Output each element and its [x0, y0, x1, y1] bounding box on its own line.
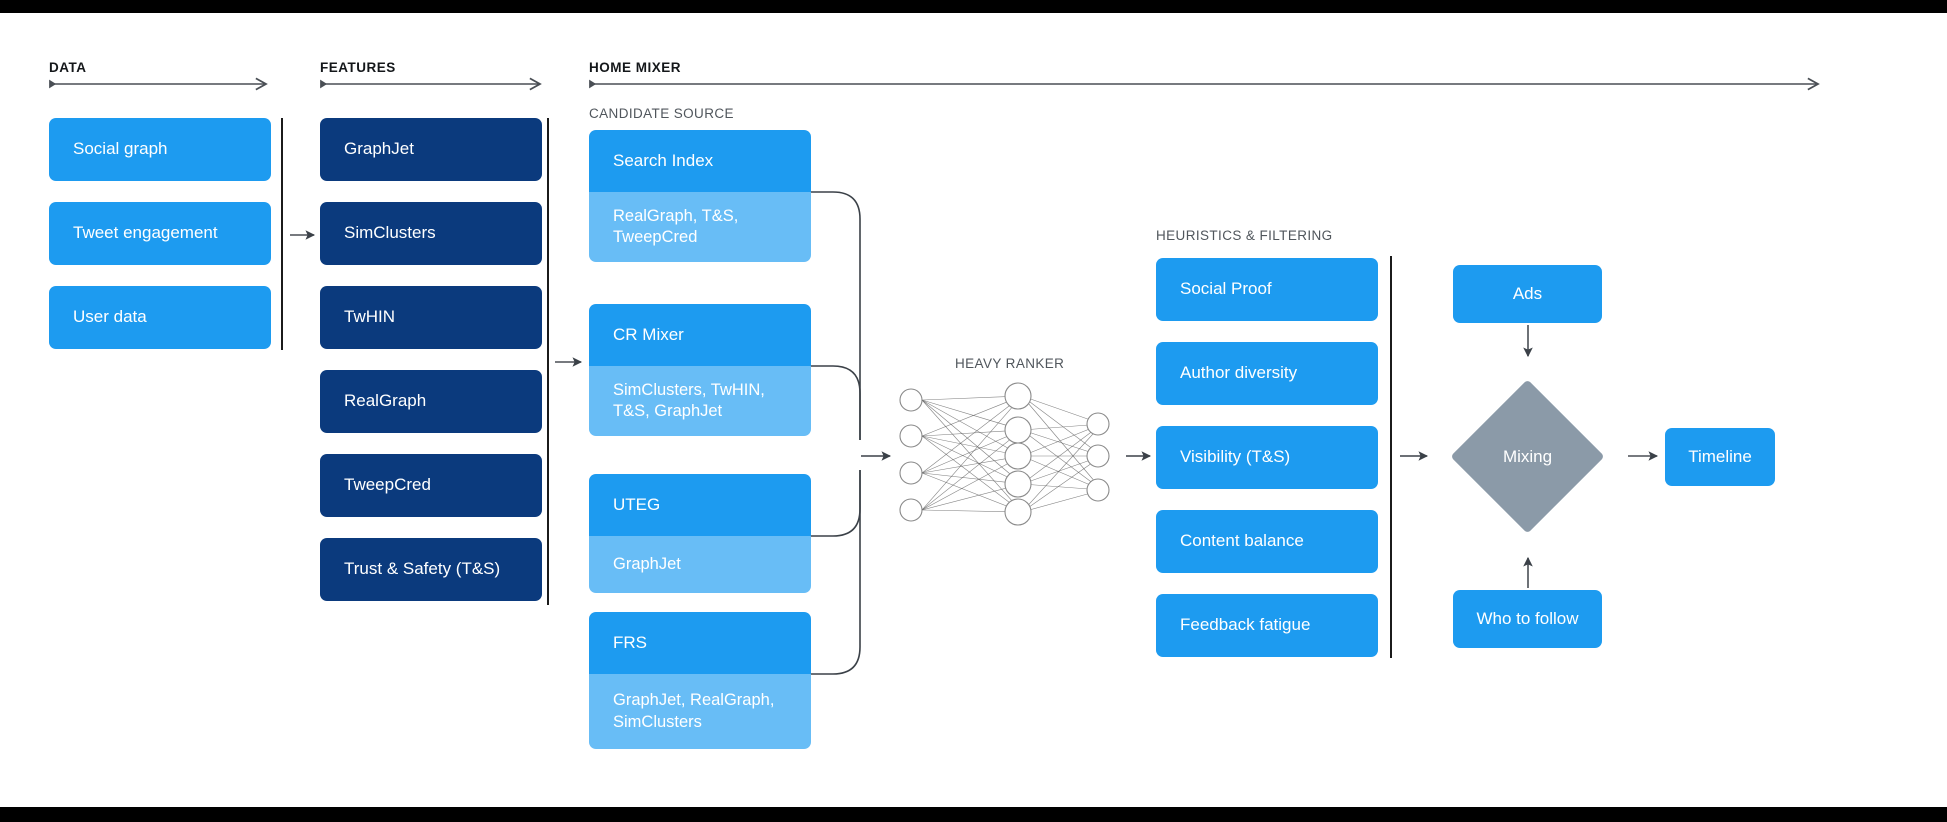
letterbox-top — [0, 0, 1947, 13]
section-title-data: DATA — [49, 60, 87, 75]
mixing-input-label: Ads — [1512, 283, 1543, 303]
subsection-title-candidate-source: CANDIDATE SOURCE — [589, 106, 734, 121]
feature-item-twhin[interactable]: TwHIN — [320, 286, 542, 349]
feature-item-realgraph[interactable]: RealGraph — [320, 370, 542, 433]
candidate-source-search-index[interactable]: Search Index RealGraph, T&S, TweepCred — [589, 130, 811, 262]
feature-item-tweepcred[interactable]: TweepCred — [320, 454, 542, 517]
data-item-user-data[interactable]: User data — [49, 286, 271, 349]
mixing-input-who-to-follow[interactable]: Who to follow — [1453, 590, 1602, 648]
subsection-title-heavy-ranker: HEAVY RANKER — [955, 356, 1065, 371]
data-item-label: Social graph — [73, 139, 168, 159]
heuristic-item-content-balance[interactable]: Content balance — [1156, 510, 1378, 573]
candidate-source-features: RealGraph, T&S, TweepCred — [589, 192, 811, 262]
candidate-source-features: GraphJet, RealGraph, SimClusters — [589, 674, 811, 749]
candidate-source-name: CR Mixer — [589, 304, 811, 366]
data-item-label: User data — [73, 307, 147, 327]
heavy-ranker-network — [899, 382, 1110, 526]
candidate-source-name: UTEG — [589, 474, 811, 536]
output-timeline[interactable]: Timeline — [1665, 428, 1775, 486]
candidate-source-name: Search Index — [589, 130, 811, 192]
candidate-source-connectors — [811, 191, 861, 675]
mixing-input-label: Who to follow — [1476, 608, 1579, 628]
feature-item-simclusters[interactable]: SimClusters — [320, 202, 542, 265]
heuristic-item-label: Social Proof — [1180, 279, 1272, 299]
data-item-tweet-engagement[interactable]: Tweet engagement — [49, 202, 271, 265]
data-item-social-graph[interactable]: Social graph — [49, 118, 271, 181]
feature-item-trust-safety[interactable]: Trust & Safety (T&S) — [320, 538, 542, 601]
data-item-label: Tweet engagement — [73, 223, 218, 243]
heuristic-item-label: Content balance — [1180, 531, 1304, 551]
heuristic-item-label: Author diversity — [1180, 363, 1298, 383]
subsection-title-heuristics: HEURISTICS & FILTERING — [1156, 228, 1333, 243]
candidate-source-name: FRS — [589, 612, 811, 674]
section-title-home-mixer: HOME MIXER — [589, 60, 682, 75]
feature-item-label: Trust & Safety (T&S) — [344, 559, 501, 579]
heuristic-item-visibility[interactable]: Visibility (T&S) — [1156, 426, 1378, 489]
heuristic-item-label: Feedback fatigue — [1180, 615, 1311, 635]
heuristic-item-social-proof[interactable]: Social Proof — [1156, 258, 1378, 321]
mixing-diamond-label: Mixing — [1502, 447, 1553, 466]
candidate-source-features: SimClusters, TwHIN, T&S, GraphJet — [589, 366, 811, 436]
feature-item-label: TweepCred — [344, 475, 431, 495]
letterbox-bottom — [0, 807, 1947, 822]
divider-heuristics-mixing — [1390, 256, 1392, 658]
candidate-source-cr-mixer[interactable]: CR Mixer SimClusters, TwHIN, T&S, GraphJ… — [589, 304, 811, 436]
heuristic-item-author-diversity[interactable]: Author diversity — [1156, 342, 1378, 405]
candidate-source-frs[interactable]: FRS GraphJet, RealGraph, SimClusters — [589, 612, 811, 749]
divider-features-home-mixer — [547, 118, 549, 605]
feature-item-label: SimClusters — [344, 223, 436, 243]
feature-item-label: TwHIN — [344, 307, 395, 327]
feature-item-label: GraphJet — [344, 139, 414, 159]
heuristic-item-label: Visibility (T&S) — [1180, 447, 1291, 467]
section-title-features: FEATURES — [320, 60, 396, 75]
candidate-source-uteg[interactable]: UTEG GraphJet — [589, 474, 811, 593]
mixing-input-ads[interactable]: Ads — [1453, 265, 1602, 323]
heuristic-item-feedback-fatigue[interactable]: Feedback fatigue — [1156, 594, 1378, 657]
feature-item-label: RealGraph — [344, 391, 427, 411]
candidate-source-features: GraphJet — [589, 536, 811, 593]
output-label: Timeline — [1688, 446, 1752, 466]
feature-item-graphjet[interactable]: GraphJet — [320, 118, 542, 181]
divider-data-features — [281, 118, 283, 350]
